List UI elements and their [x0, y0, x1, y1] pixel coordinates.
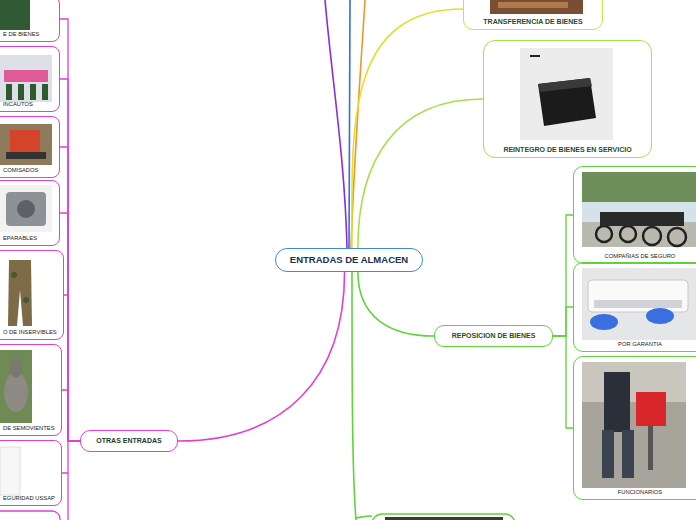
branch-connector [64, 295, 80, 441]
picture [0, 124, 52, 165]
picture [582, 362, 686, 488]
picture [538, 78, 592, 92]
subtopic-card: FUNCIONARIOS [573, 356, 696, 500]
picture [498, 2, 568, 8]
central-topic: ENTRADAS DE ALMACEN [275, 248, 423, 272]
picture [643, 227, 661, 245]
branch-connector [62, 441, 80, 473]
branch-connector [553, 336, 573, 428]
main-topic: TRANSFERENCIA DE BIENES [463, 0, 603, 30]
picture [30, 84, 36, 100]
picture [582, 172, 696, 247]
picture [8, 260, 32, 326]
picture [590, 314, 618, 330]
picture [582, 268, 696, 340]
main-topic: OTRAS ENTRADAS [80, 430, 178, 452]
branch-connector [60, 147, 80, 441]
subtopic-card: INCAUTOS [0, 46, 60, 112]
picture [582, 172, 696, 202]
picture [648, 426, 653, 470]
picture [6, 152, 46, 159]
subtopic-card: EGURIDAD USSAP [0, 440, 62, 506]
topic-label: DE SEMOVIENTES [3, 425, 55, 432]
branch-connector [60, 19, 80, 441]
main-topic: REPOSICION DE BIENES [434, 325, 553, 347]
picture [4, 70, 48, 82]
picture [620, 226, 636, 242]
subtopic-card: EPARABLES [0, 180, 60, 246]
picture [42, 84, 48, 100]
branch-line [325, 0, 347, 248]
subtopic-card: O DE INSERVIBLES [0, 250, 64, 340]
branch-connector [60, 79, 80, 441]
branch-line [67, 473, 68, 520]
topic-label: REPOSICION DE BIENES [452, 332, 536, 340]
picture [23, 297, 29, 303]
picture [582, 362, 686, 402]
main-topic: REINTEGRO DE BIENES EN SERVICIO [483, 40, 652, 158]
topic-label: INCAUTOS [3, 101, 33, 108]
picture [600, 212, 684, 226]
picture [0, 447, 20, 495]
subtopic-card: COMPAÑIAS DE SEGURO [573, 166, 696, 264]
picture [668, 228, 686, 246]
branch-connector [358, 272, 434, 336]
picture [17, 200, 35, 218]
topic-label: O DE INSERVIBLES [3, 329, 57, 336]
topic-label: COMISADOS [3, 167, 38, 174]
subtopic-card: POR GARANTIA [573, 262, 696, 352]
picture [538, 78, 596, 126]
topic-label: EPARABLES [3, 235, 37, 242]
branch-line [356, 516, 372, 518]
picture [594, 300, 682, 308]
picture [622, 430, 634, 478]
picture [646, 308, 674, 324]
branch-connector [553, 307, 573, 336]
topic-label: ENTRADAS DE ALMACEN [290, 255, 408, 266]
picture [604, 372, 630, 432]
topic-label: EGURIDAD USSAP [3, 495, 55, 502]
picture [490, 0, 583, 14]
branch-connector [60, 213, 80, 441]
picture [520, 48, 613, 140]
picture [596, 226, 612, 242]
picture [18, 84, 24, 100]
picture [588, 280, 688, 312]
picture [5, 258, 35, 328]
branch-connector [178, 272, 345, 441]
branch-connector [553, 215, 573, 336]
branch-line [351, 0, 365, 248]
topic-label: TRANSFERENCIA DE BIENES [483, 18, 582, 26]
topic-label: OTRAS ENTRADAS [96, 437, 161, 445]
picture [10, 358, 22, 378]
picture [11, 272, 17, 278]
branch-line [352, 272, 356, 520]
picture [0, 350, 32, 423]
picture [530, 55, 540, 57]
subtopic-card: DE SEMOVIENTES [0, 344, 62, 436]
branch-connector [358, 99, 483, 248]
subtopic-card: COMISADOS [0, 116, 60, 178]
picture [636, 392, 666, 426]
topic-label: E DE BIENES [3, 31, 39, 38]
branch-line [349, 0, 350, 248]
picture [10, 130, 40, 152]
picture [6, 84, 12, 100]
picture [6, 192, 46, 226]
topic-label: FUNCIONARIOS [618, 489, 662, 496]
picture [385, 517, 503, 520]
picture [0, 185, 52, 232]
branch-connector [62, 390, 80, 441]
topic-label: REINTEGRO DE BIENES EN SERVICIO [503, 146, 631, 154]
topic-label: COMPAÑIAS DE SEGURO [605, 253, 676, 260]
picture [0, 55, 52, 102]
branch-connector [352, 9, 463, 248]
partial-topic [0, 511, 60, 520]
picture [602, 430, 614, 478]
subtopic-card: E DE BIENES [0, 0, 60, 42]
partial-topic [372, 514, 515, 520]
picture [0, 0, 30, 30]
topic-label: POR GARANTIA [618, 341, 662, 348]
